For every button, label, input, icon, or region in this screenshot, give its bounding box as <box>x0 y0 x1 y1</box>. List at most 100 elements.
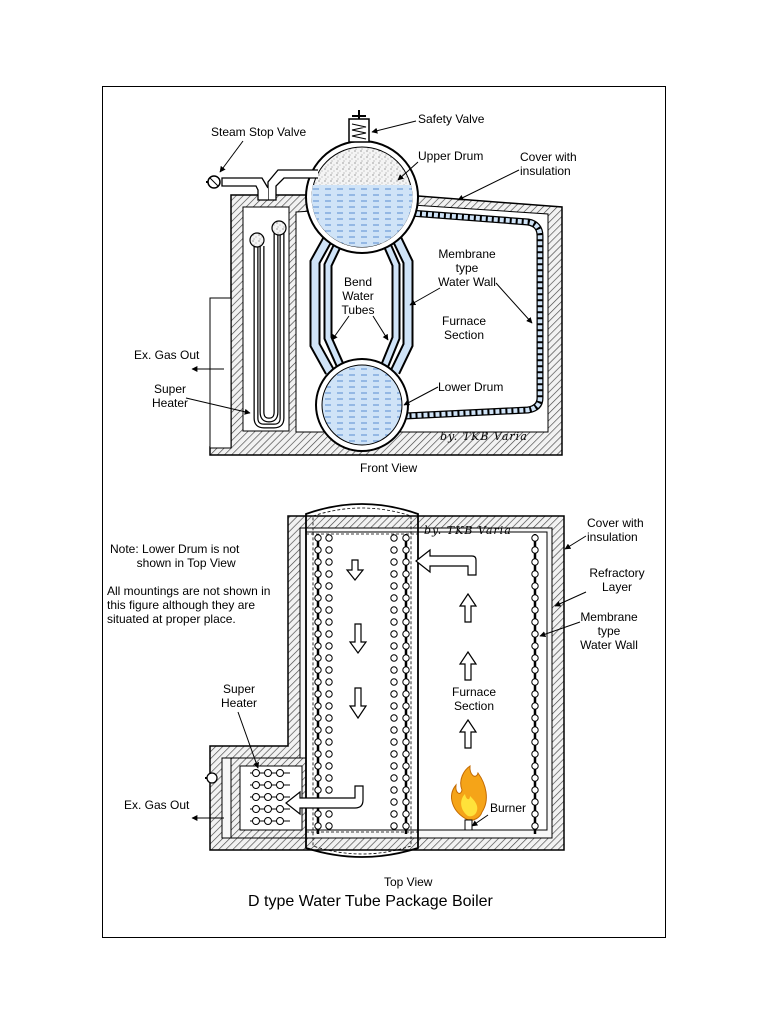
water-tube <box>402 702 410 710</box>
water-tube <box>402 630 410 638</box>
water-tube <box>390 738 398 746</box>
water-tube <box>325 702 333 710</box>
top-water-tube-rows <box>314 534 539 834</box>
label-safety-valve: Safety Valve <box>418 112 485 126</box>
water-tube <box>314 594 322 602</box>
super-heater-tube-end <box>276 805 284 813</box>
water-tube <box>314 726 322 734</box>
water-tube <box>531 714 539 722</box>
label-top-cover-insulation: Cover with insulation <box>587 516 644 544</box>
super-heater-tube-end <box>252 793 260 801</box>
water-tube <box>314 606 322 614</box>
super-heater-tube-end <box>264 805 272 813</box>
super-heater-tube-end <box>276 781 284 789</box>
water-tube <box>390 546 398 554</box>
top-signature: by. TKB Varia <box>424 524 512 537</box>
water-tube <box>325 534 333 542</box>
water-tube <box>390 798 398 806</box>
water-tube <box>402 738 410 746</box>
water-tube <box>390 654 398 662</box>
water-tube <box>325 762 333 770</box>
water-tube <box>390 690 398 698</box>
water-tube <box>314 570 322 578</box>
water-tube <box>402 594 410 602</box>
water-tube <box>325 642 333 650</box>
label-top-super-heater: Super Heater <box>220 682 258 710</box>
water-tube <box>325 582 333 590</box>
water-tube <box>390 750 398 758</box>
water-tube <box>314 762 322 770</box>
water-tube <box>402 690 410 698</box>
water-tube <box>402 762 410 770</box>
super-heater-tube-end <box>252 817 260 825</box>
water-tube <box>531 606 539 614</box>
water-tube <box>314 654 322 662</box>
water-tube <box>531 654 539 662</box>
super-heater-tube-end <box>252 781 260 789</box>
water-tube <box>531 702 539 710</box>
note-mountings: All mountings are not shown in this figu… <box>107 584 271 626</box>
water-tube <box>390 762 398 770</box>
water-tube <box>531 786 539 794</box>
water-tube <box>314 534 322 542</box>
water-tube <box>531 618 539 626</box>
label-front-membrane-wall: Membrane type Water Wall <box>438 247 496 289</box>
water-tube <box>325 654 333 662</box>
water-tube <box>325 726 333 734</box>
super-heater-tube-end <box>264 781 272 789</box>
water-tube <box>390 630 398 638</box>
water-tube <box>531 822 539 830</box>
super-heater-tube-end <box>252 805 260 813</box>
water-tube <box>402 654 410 662</box>
water-tube <box>325 786 333 794</box>
water-tube <box>325 750 333 758</box>
water-tube <box>402 618 410 626</box>
water-tube <box>531 774 539 782</box>
water-tube <box>390 642 398 650</box>
water-tube <box>531 594 539 602</box>
water-tube <box>402 810 410 818</box>
water-tube <box>402 714 410 722</box>
water-tube <box>325 822 333 830</box>
super-heater-tube-end <box>264 769 272 777</box>
water-tube <box>402 798 410 806</box>
water-tube <box>390 570 398 578</box>
water-tube <box>531 726 539 734</box>
water-tube <box>402 786 410 794</box>
water-tube <box>402 774 410 782</box>
front-signature: by. TKB Varia <box>440 430 528 443</box>
water-tube <box>531 738 539 746</box>
water-tube <box>390 606 398 614</box>
water-tube <box>325 810 333 818</box>
water-tube <box>314 822 322 830</box>
super-heater-tube-end <box>276 817 284 825</box>
water-tube <box>325 594 333 602</box>
water-tube <box>531 810 539 818</box>
water-tube <box>402 642 410 650</box>
water-tube <box>314 678 322 686</box>
water-tube <box>531 666 539 674</box>
label-steam-stop-valve: Steam Stop Valve <box>211 125 307 139</box>
water-tube <box>390 774 398 782</box>
top-flow-arrows <box>285 548 478 816</box>
water-tube <box>531 534 539 542</box>
super-heater-tube-end <box>276 769 284 777</box>
label-lower-drum: Lower Drum <box>438 380 504 394</box>
water-tube <box>390 702 398 710</box>
water-tube <box>390 678 398 686</box>
water-tube <box>531 558 539 566</box>
water-tube <box>325 558 333 566</box>
label-top-furnace-section: Furnace Section <box>451 685 497 713</box>
label-front-ex-gas-out: Ex. Gas Out <box>134 348 200 362</box>
water-tube <box>531 546 539 554</box>
water-tube <box>402 678 410 686</box>
water-tube <box>314 618 322 626</box>
label-refractory-layer: Refractory Layer <box>589 566 645 594</box>
water-tube <box>390 726 398 734</box>
label-front-cover-insulation: Cover with insulation <box>520 150 577 178</box>
water-tube <box>314 690 322 698</box>
water-tube <box>390 810 398 818</box>
water-tube <box>325 690 333 698</box>
super-heater-tube-end <box>276 793 284 801</box>
water-tube <box>390 618 398 626</box>
